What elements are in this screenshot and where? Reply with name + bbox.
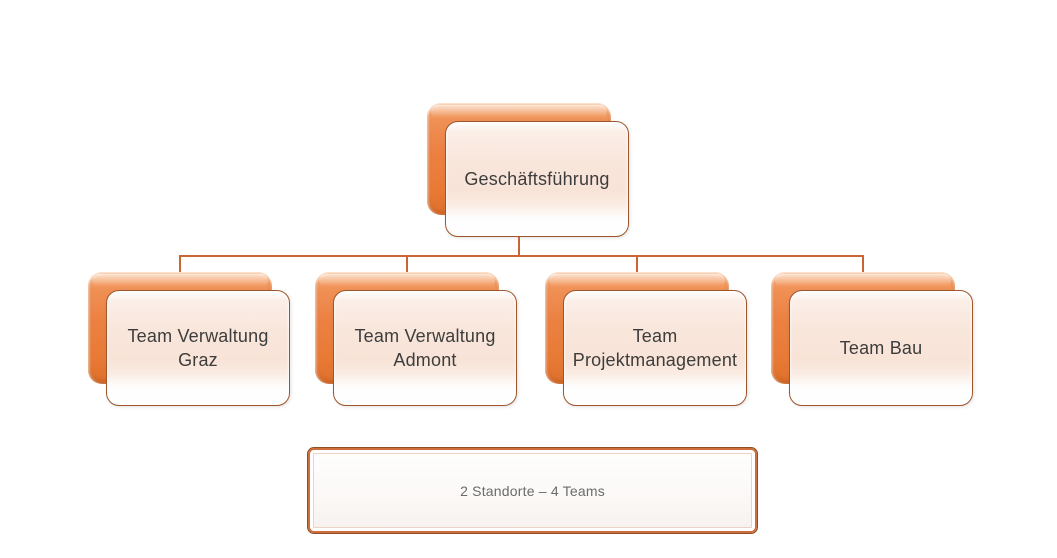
- summary-label: 2 Standorte – 4 Teams: [460, 482, 605, 499]
- node-front-shape: Team Projektmanagement: [563, 290, 747, 406]
- node-label: Team Projektmanagement: [572, 325, 738, 370]
- node-front-shape: Team Verwaltung Graz: [106, 290, 290, 406]
- org-node-team-verwaltung-admont: Team Verwaltung Admont: [315, 272, 518, 407]
- connector-drop-bau: [862, 255, 864, 275]
- org-node-team-verwaltung-graz: Team Verwaltung Graz: [88, 272, 291, 407]
- connector-drop-admont: [406, 255, 408, 275]
- node-label: Team Bau: [839, 337, 923, 358]
- node-front-shape: Team Verwaltung Admont: [333, 290, 517, 406]
- org-node-root: Geschäftsführung: [427, 103, 630, 238]
- node-label: Team Verwaltung Graz: [127, 325, 269, 370]
- org-node-team-bau: Team Bau: [771, 272, 974, 407]
- summary-box: 2 Standorte – 4 Teams: [307, 447, 758, 534]
- node-label: Geschäftsführung: [464, 168, 610, 189]
- org-node-team-projektmanagement: Team Projektmanagement: [545, 272, 748, 407]
- connector-drop-graz: [179, 255, 181, 275]
- connector-root-stem: [518, 236, 520, 256]
- node-front-shape: Geschäftsführung: [445, 121, 629, 237]
- node-label: Team Verwaltung Admont: [354, 325, 496, 370]
- node-front-shape: Team Bau: [789, 290, 973, 406]
- connector-crossbar: [179, 255, 864, 257]
- connector-drop-projektmanagement: [636, 255, 638, 275]
